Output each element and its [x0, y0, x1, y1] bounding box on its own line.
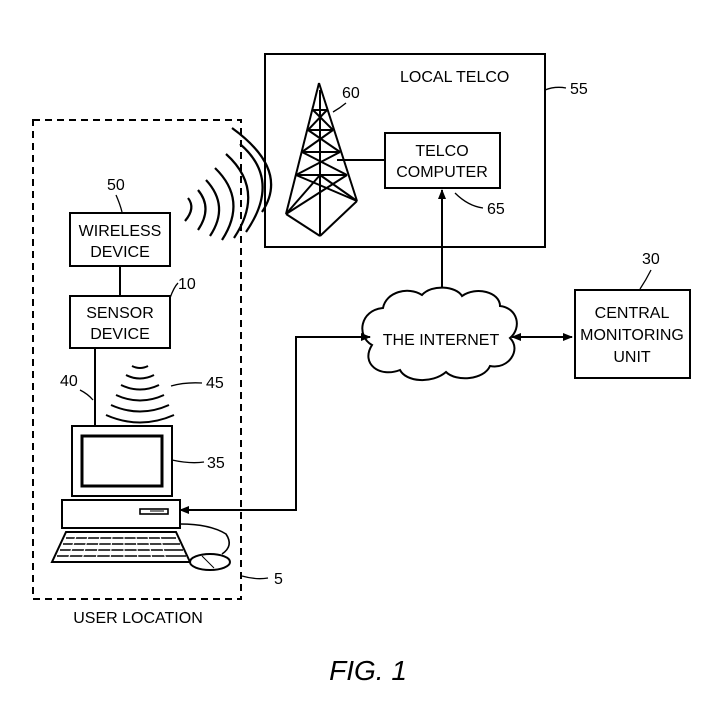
ref-10: 10 — [178, 276, 196, 293]
internet-label: THE INTERNET — [383, 332, 500, 349]
leader-35 — [172, 460, 204, 463]
cmu-label-1: CENTRAL — [595, 305, 670, 322]
computer-internet-arrow — [180, 337, 370, 510]
leader-60 — [333, 103, 346, 112]
leader-5 — [242, 576, 268, 579]
telco-computer-label-2: COMPUTER — [396, 164, 488, 181]
ref-55: 55 — [570, 81, 588, 98]
telco-computer-label-1: TELCO — [415, 143, 468, 160]
cmu-label-3: UNIT — [613, 349, 651, 366]
leader-10 — [170, 283, 178, 298]
sensor-signal-icon — [106, 366, 174, 423]
ref-5: 5 — [274, 571, 283, 588]
sensor-device-label-2: DEVICE — [90, 326, 150, 343]
ref-65: 65 — [487, 201, 505, 218]
leader-30 — [640, 270, 651, 289]
wireless-signal-icon — [185, 128, 271, 240]
ref-35: 35 — [207, 455, 225, 472]
local-telco-label: LOCAL TELCO — [400, 69, 509, 86]
wireless-device-label-1: WIRELESS — [79, 223, 162, 240]
ref-40: 40 — [60, 373, 78, 390]
figure-caption: FIG. 1 — [329, 655, 407, 686]
computer-icon — [52, 426, 230, 570]
ref-50: 50 — [107, 177, 125, 194]
leader-50 — [116, 195, 122, 212]
user-location-label: USER LOCATION — [73, 610, 203, 627]
ref-30: 30 — [642, 251, 660, 268]
ref-60: 60 — [342, 85, 360, 102]
leader-45 — [171, 383, 202, 386]
cmu-label-2: MONITORING — [580, 327, 684, 344]
leader-55 — [545, 87, 566, 90]
sensor-device-label-1: SENSOR — [86, 305, 154, 322]
ref-45: 45 — [206, 375, 224, 392]
leader-65 — [455, 193, 483, 208]
wireless-device-label-2: DEVICE — [90, 244, 150, 261]
leader-40 — [80, 390, 93, 400]
